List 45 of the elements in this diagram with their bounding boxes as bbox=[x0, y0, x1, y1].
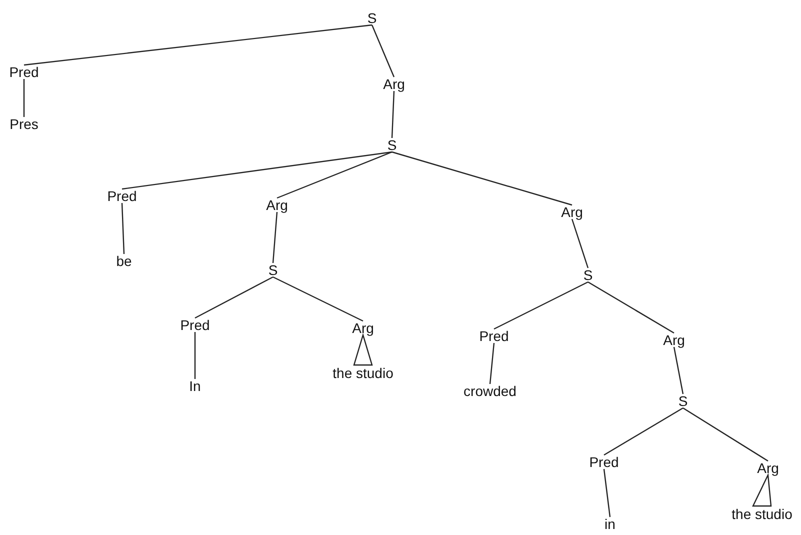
tree-node-label: Pred bbox=[588, 454, 620, 470]
tree-node-label: In bbox=[188, 378, 202, 394]
tree-branch bbox=[604, 407, 684, 456]
tree-node-label: Arg bbox=[265, 197, 289, 213]
tree-node-label: Pred bbox=[478, 328, 510, 344]
tree-node-label: Arg bbox=[351, 320, 375, 336]
tree-node-label: S bbox=[267, 262, 279, 278]
tree-node-label: S bbox=[366, 10, 378, 26]
tree-branch bbox=[121, 202, 125, 254]
tree-node-label: S bbox=[386, 137, 398, 153]
tree-branch bbox=[571, 218, 589, 268]
triangle-connector bbox=[353, 332, 373, 366]
tree-node-label: Pres bbox=[8, 116, 40, 132]
tree-branch bbox=[194, 276, 274, 319]
tree-node-label: S bbox=[582, 267, 594, 283]
tree-branch bbox=[194, 332, 196, 379]
tree-branch bbox=[272, 276, 364, 322]
tree-node-label: be bbox=[115, 253, 133, 269]
tree-node-label: in bbox=[604, 516, 616, 532]
tree-branch bbox=[276, 151, 392, 199]
tree-branch bbox=[392, 151, 572, 206]
tree-branch bbox=[371, 24, 395, 78]
tree-branch bbox=[494, 281, 588, 330]
tree-branch bbox=[391, 90, 395, 138]
tree-node-label: Pred bbox=[8, 64, 40, 80]
tree-branch bbox=[588, 281, 674, 334]
tree-node-label: Arg bbox=[756, 460, 780, 476]
tree-branch bbox=[489, 342, 495, 384]
tree-branch bbox=[122, 151, 392, 190]
tree-node-label: Arg bbox=[382, 76, 406, 92]
tree-branch bbox=[24, 24, 372, 66]
tree-branch bbox=[272, 212, 278, 264]
tree-branch bbox=[603, 468, 611, 518]
tree-branch bbox=[23, 79, 25, 117]
tree-node-label: S bbox=[677, 393, 689, 409]
tree-node-label: Pred bbox=[179, 317, 211, 333]
tree-node-label: the studio bbox=[332, 365, 394, 381]
tree-node-label: the studio bbox=[730, 506, 794, 522]
triangle-connector bbox=[752, 472, 772, 507]
tree-branch bbox=[682, 408, 768, 462]
tree-branch bbox=[673, 346, 684, 394]
tree-node-label: Arg bbox=[662, 332, 686, 348]
tree-node-label: crowded bbox=[462, 383, 518, 399]
tree-node-label: Pred bbox=[106, 188, 138, 204]
tree-node-label: Arg bbox=[560, 204, 584, 220]
